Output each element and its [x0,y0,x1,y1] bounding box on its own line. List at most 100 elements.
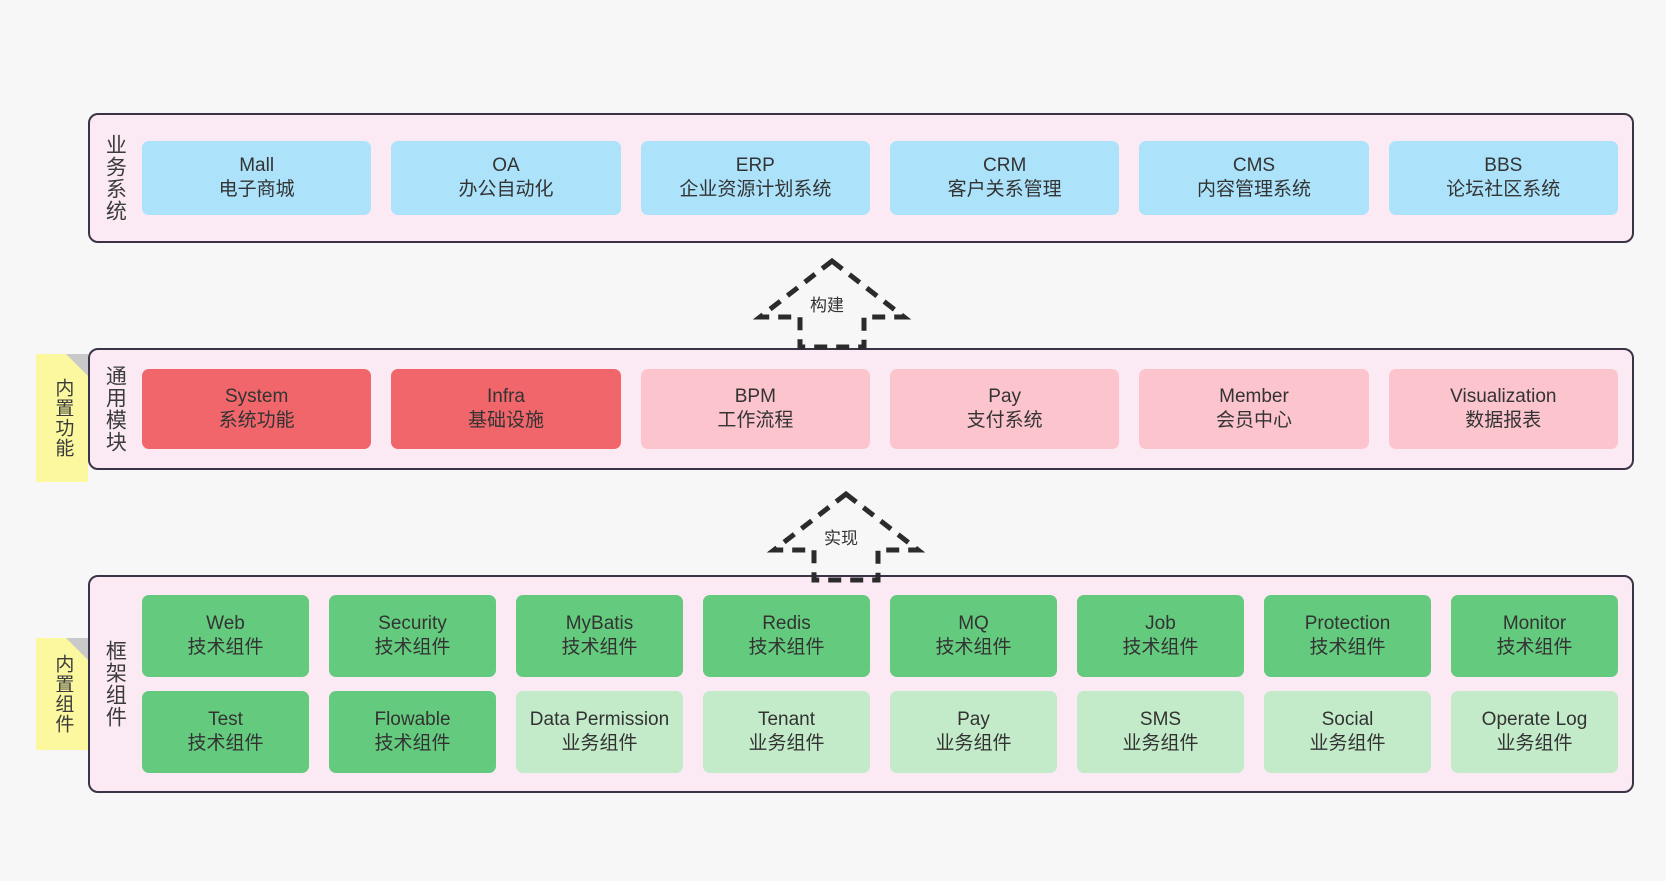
component-subtitle: 业务组件 [1496,733,1573,754]
component-card-protection[interactable]: Protection 技术组件 [1264,595,1431,677]
component-card-security[interactable]: Security 技术组件 [329,595,496,677]
component-card-job[interactable]: Job 技术组件 [1077,595,1244,677]
component-name: CMS [1232,154,1276,176]
component-card-mybatis[interactable]: MyBatis 技术组件 [516,595,683,677]
component-card-visualization[interactable]: Visualization 数据报表 [1388,369,1618,449]
component-name: Visualization [1450,385,1557,407]
layer-body-framework-components: Web 技术组件 Security 技术组件 MyBatis 技术组件 Redi… [138,577,1632,791]
component-subtitle: 业务组件 [935,733,1012,754]
component-name: Monitor [1502,612,1567,634]
component-subtitle: 技术组件 [1122,637,1199,658]
component-subtitle: 技术组件 [374,637,451,658]
component-name: Member [1219,385,1289,407]
component-name: Job [1145,612,1176,634]
component-card-pay[interactable]: Pay 支付系统 [889,369,1120,449]
component-name: System [224,385,289,407]
component-card-crm[interactable]: CRM 客户关系管理 [889,141,1120,215]
arrow-implement: 实现 [766,488,926,584]
component-card-flowable[interactable]: Flowable 技术组件 [329,691,496,773]
component-name: Mall [239,154,275,176]
arrow-outline [752,257,912,350]
component-card-system[interactable]: System 系统功能 [142,369,372,449]
component-subtitle: 业务组件 [748,733,825,754]
layer-body-common-modules: System 系统功能 Infra 基础设施 BPM 工作流程 Pay 支付系统… [138,350,1632,468]
component-name: OA [492,154,520,176]
note-label: 内置组件 [52,654,74,734]
component-card-tenant[interactable]: Tenant 业务组件 [703,691,870,773]
component-name: Tenant [757,708,816,730]
component-name: Security [378,612,447,634]
component-subtitle: 会员中心 [1215,410,1292,431]
layer-title-framework-components: 框架组件 [103,640,127,728]
note-fold-icon [66,354,88,376]
layer-business-systems: 业务系统 Mall 电子商城 OA 办公自动化 ERP 企业资源计划系统 CRM… [88,113,1634,243]
component-name: Test [208,708,243,730]
note-built-in-features: 内置功能 [36,354,88,482]
component-subtitle: 基础设施 [467,410,544,431]
component-card-oa[interactable]: OA 办公自动化 [391,141,621,215]
component-card-data-permission[interactable]: Data Permission 业务组件 [516,691,683,773]
component-name: MyBatis [565,612,634,634]
component-card-pay-business[interactable]: Pay 业务组件 [890,691,1057,773]
note-fold-icon [66,638,88,660]
component-card-cms[interactable]: CMS 内容管理系统 [1139,141,1369,215]
component-card-infra[interactable]: Infra 基础设施 [391,369,621,449]
arrow-build: 构建 [752,255,912,351]
component-subtitle: 业务组件 [1309,733,1386,754]
component-card-test[interactable]: Test 技术组件 [142,691,309,773]
arrow-label-implement: 实现 [824,529,858,548]
component-subtitle: 办公自动化 [458,179,554,200]
layer-body-business-systems: Mall 电子商城 OA 办公自动化 ERP 企业资源计划系统 CRM 客户关系… [138,115,1632,241]
component-card-member[interactable]: Member 会员中心 [1139,369,1369,449]
component-card-mq[interactable]: MQ 技术组件 [890,595,1057,677]
component-subtitle: 业务组件 [561,733,638,754]
component-card-sms[interactable]: SMS 业务组件 [1077,691,1244,773]
component-card-erp[interactable]: ERP 企业资源计划系统 [640,141,870,215]
component-subtitle: 技术组件 [1309,637,1386,658]
component-name: CRM [983,154,1027,176]
component-name: MQ [958,612,989,634]
component-subtitle: 技术组件 [748,637,825,658]
arrow-outline [766,490,926,583]
component-name: Data Permission [529,708,670,730]
component-name: BBS [1484,154,1523,176]
component-row: Web 技术组件 Security 技术组件 MyBatis 技术组件 Redi… [142,595,1618,677]
component-card-operate-log[interactable]: Operate Log 业务组件 [1451,691,1618,773]
component-card-bbs[interactable]: BBS 论坛社区系统 [1388,141,1618,215]
component-subtitle: 技术组件 [187,637,264,658]
component-subtitle: 系统功能 [218,410,295,431]
component-name: Pay [957,708,990,730]
component-card-mall[interactable]: Mall 电子商城 [142,141,372,215]
component-subtitle: 技术组件 [1496,637,1573,658]
component-name: Pay [988,385,1022,407]
layer-title-business-systems: 业务系统 [103,134,127,222]
component-row: System 系统功能 Infra 基础设施 BPM 工作流程 Pay 支付系统… [142,369,1618,449]
component-subtitle: 内容管理系统 [1196,179,1311,200]
component-name: Operate Log [1481,708,1588,730]
component-card-monitor[interactable]: Monitor 技术组件 [1451,595,1618,677]
component-subtitle: 技术组件 [935,637,1012,658]
component-subtitle: 技术组件 [374,733,451,754]
note-built-in-components: 内置组件 [36,638,88,750]
component-card-redis[interactable]: Redis 技术组件 [703,595,870,677]
component-name: BPM [734,385,776,407]
component-card-bpm[interactable]: BPM 工作流程 [640,369,870,449]
component-row: Test 技术组件 Flowable 技术组件 Data Permission … [142,691,1618,773]
layer-common-modules: 通用模块 System 系统功能 Infra 基础设施 BPM 工作流程 Pay… [88,348,1634,470]
component-card-web[interactable]: Web 技术组件 [142,595,309,677]
arrow-label-build: 构建 [810,296,844,315]
note-label: 内置功能 [52,378,74,458]
layer-framework-components: 框架组件 Web 技术组件 Security 技术组件 MyBatis 技术组件… [88,575,1634,793]
component-subtitle: 数据报表 [1465,410,1542,431]
component-subtitle: 客户关系管理 [947,179,1062,200]
layer-title-common-modules: 通用模块 [103,365,127,453]
component-subtitle: 论坛社区系统 [1446,179,1561,200]
component-name: ERP [735,154,775,176]
component-name: Infra [486,385,525,407]
component-subtitle: 技术组件 [561,637,638,658]
component-card-social[interactable]: Social 业务组件 [1264,691,1431,773]
component-subtitle: 技术组件 [187,733,264,754]
component-name: Redis [762,612,811,634]
component-name: Social [1321,708,1374,730]
